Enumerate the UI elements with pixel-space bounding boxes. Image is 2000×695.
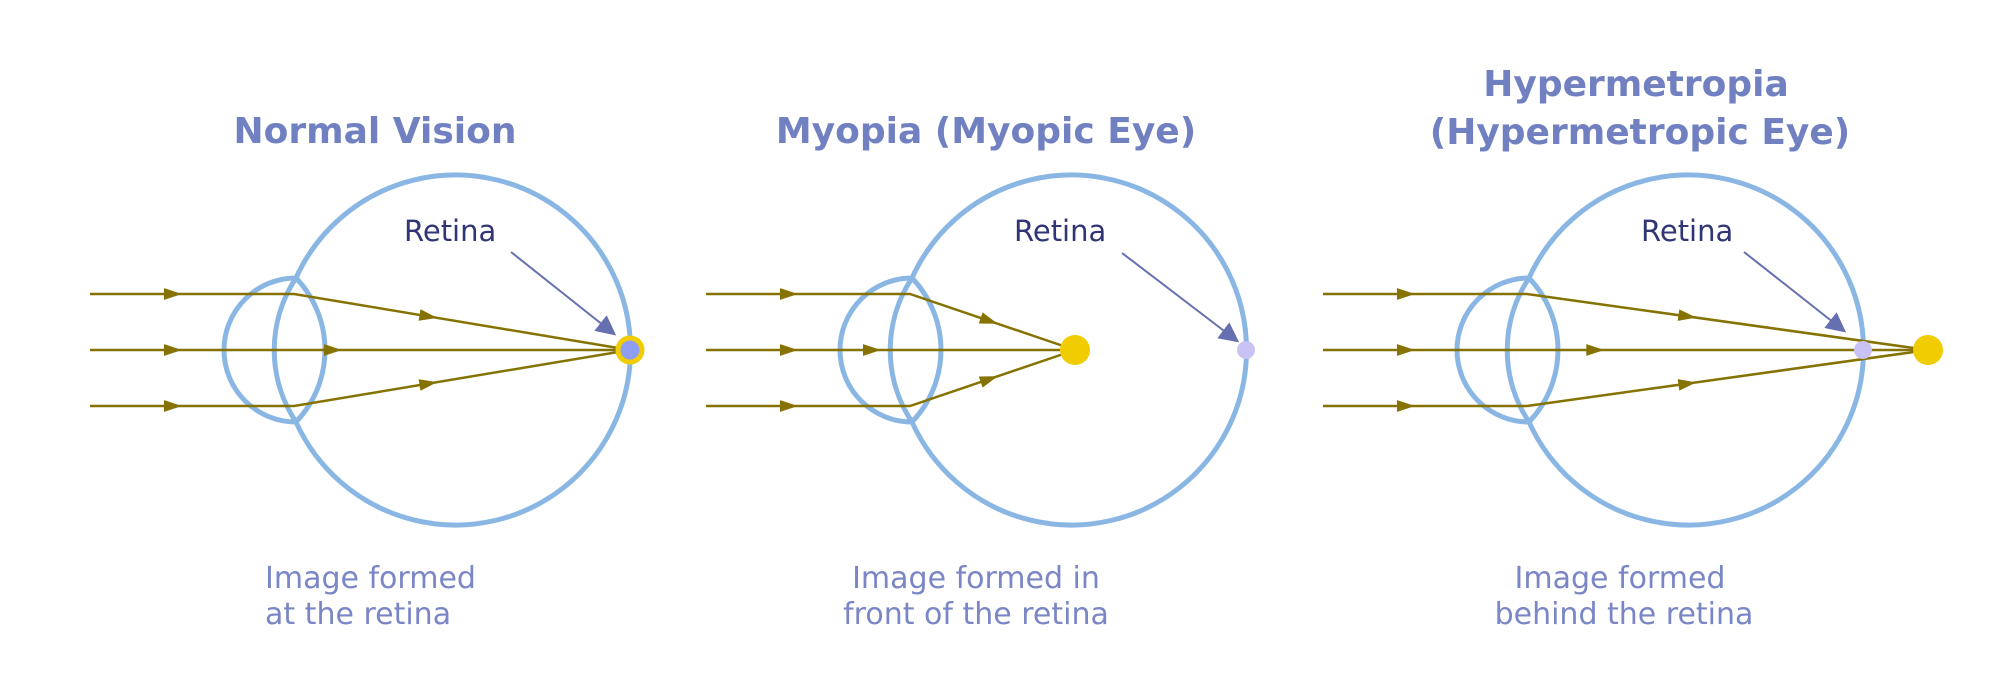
focal-point — [1060, 335, 1090, 365]
ray-arrowhead-icon — [780, 400, 798, 412]
ray-arrowhead-icon — [324, 344, 342, 356]
retina-label: Retina — [1014, 214, 1106, 248]
caption-line-1: Image formed — [1515, 561, 1726, 596]
ray-arrowhead-icon — [978, 376, 998, 388]
panel-title-line-1: Hypermetropia — [1483, 64, 1789, 105]
light-ray — [1323, 348, 1929, 408]
panel-normal-vision: Normal Vision Retina Image formed at the… — [90, 111, 645, 632]
lens — [887, 276, 944, 426]
light-ray — [1323, 292, 1929, 352]
ray-arrowhead-icon — [164, 288, 182, 300]
ray-arrowhead-icon — [1677, 379, 1697, 391]
lens — [271, 276, 328, 426]
panel-hypermetropia: Hypermetropia (Hypermetropic Eye) Retina… — [1323, 64, 1943, 632]
light-ray — [706, 292, 1076, 352]
focal-point — [615, 335, 645, 365]
caption-line-2: at the retina — [265, 597, 451, 632]
panel-title-line-2: (Hypermetropic Eye) — [1430, 112, 1851, 153]
ray-arrowhead-icon — [863, 344, 881, 356]
ray-arrowhead-icon — [1677, 309, 1697, 321]
focal-point — [1913, 335, 1943, 365]
ray-arrowhead-icon — [1586, 344, 1605, 356]
retina-label: Retina — [404, 214, 496, 248]
ray-arrowhead-icon — [418, 379, 438, 391]
caption-line-2: front of the retina — [843, 597, 1109, 632]
ray-arrowhead-icon — [164, 400, 182, 412]
ray-arrowhead-icon — [1397, 344, 1415, 356]
ray-arrowhead-icon — [418, 309, 438, 321]
ray-arrowhead-icon — [1397, 288, 1415, 300]
panel-title: Myopia (Myopic Eye) — [776, 111, 1196, 152]
retina-pointer-arrow — [1743, 251, 1847, 333]
retina-point — [1854, 341, 1872, 359]
retina-label: Retina — [1641, 214, 1733, 248]
caption-line-2: behind the retina — [1495, 597, 1754, 632]
light-ray — [90, 348, 631, 408]
light-ray — [706, 348, 1076, 408]
ray-arrowhead-icon — [978, 312, 998, 324]
ray-arrowhead-icon — [780, 288, 798, 300]
panel-myopia: Myopia (Myopic Eye) Retina Image formed … — [706, 111, 1255, 632]
ray-arrowhead-icon — [164, 344, 182, 356]
ray-arrowhead-icon — [780, 344, 798, 356]
light-ray — [90, 292, 631, 352]
retina-point — [1237, 341, 1255, 359]
caption-line-1: Image formed in — [852, 561, 1100, 596]
caption-line-1: Image formed — [265, 561, 476, 596]
panel-title: Normal Vision — [234, 111, 517, 152]
retina-pointer-arrow — [510, 251, 617, 336]
retina-pointer-arrow — [1121, 252, 1240, 343]
eye-drawing — [90, 172, 645, 528]
eye-drawing — [1323, 172, 1943, 528]
ray-arrowhead-icon — [1397, 400, 1415, 412]
lens — [1504, 276, 1561, 426]
eye-drawing — [706, 172, 1255, 528]
